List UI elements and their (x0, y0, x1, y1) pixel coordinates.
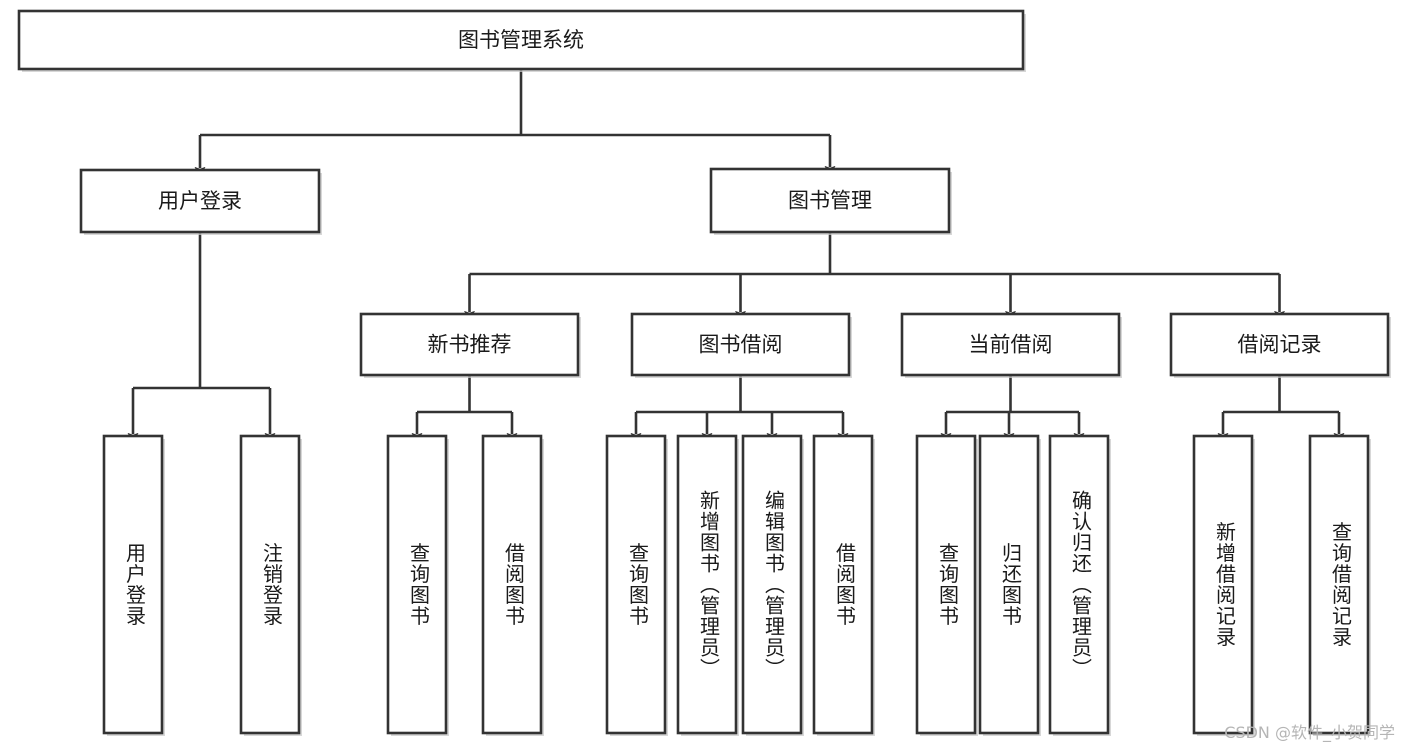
node-leaf-query-book-2[interactable]: 查询图书 (605, 434, 668, 736)
node-label: 查询图书 (936, 542, 960, 626)
node-leaf-return-book[interactable]: 归还图书 (978, 434, 1041, 736)
node-book-manage[interactable]: 图书管理 (709, 167, 952, 235)
node-book-borrow[interactable]: 图书借阅 (630, 312, 852, 378)
connector-lines (127, 69, 1345, 444)
node-label: 查询图书 (626, 542, 650, 626)
node-borrow-record[interactable]: 借阅记录 (1169, 312, 1391, 378)
node-leaf-confirm-return[interactable]: 确认归还（管理员） (1048, 434, 1111, 736)
node-label: 查询图书 (407, 542, 431, 626)
node-label: 查询借阅记录 (1329, 521, 1353, 647)
node-label: 注销登录 (260, 542, 284, 626)
node-leaf-edit-book[interactable]: 编辑图书（管理员） (741, 434, 804, 736)
node-label: 用户登录 (123, 543, 147, 627)
node-leaf-add-book[interactable]: 新增图书（管理员） (676, 434, 739, 736)
node-new-book-recommend[interactable]: 新书推荐 (359, 312, 581, 378)
node-label: 编辑图书（管理员） (762, 490, 786, 679)
node-leaf-borrow-book-2[interactable]: 借阅图书 (812, 434, 875, 736)
node-root-system[interactable]: 图书管理系统 (17, 9, 1026, 72)
node-leaf-user-login[interactable]: 用户登录 (102, 434, 165, 736)
node-leaf-borrow-book-1[interactable]: 借阅图书 (481, 434, 544, 736)
node-label: 新增图书（管理员） (697, 490, 721, 679)
node-leaf-query-book-1[interactable]: 查询图书 (386, 434, 449, 736)
node-label: 归还图书 (999, 542, 1023, 626)
node-leaf-query-record[interactable]: 查询借阅记录 (1308, 434, 1371, 736)
node-leaf-logout[interactable]: 注销登录 (239, 434, 302, 736)
node-leaf-add-record[interactable]: 新增借阅记录 (1192, 434, 1255, 736)
node-boxes: 图书管理系统用户登录图书管理新书推荐图书借阅当前借阅借阅记录用户登录注销登录查询… (17, 9, 1391, 736)
node-label: 新书推荐 (428, 333, 512, 357)
node-label: 借阅图书 (502, 542, 526, 626)
node-label: 新增借阅记录 (1213, 521, 1237, 647)
node-label: 借阅记录 (1238, 333, 1322, 357)
node-label: 确认归还（管理员） (1069, 490, 1093, 679)
node-label: 图书管理 (788, 189, 872, 213)
node-current-borrow[interactable]: 当前借阅 (900, 312, 1122, 378)
node-label: 当前借阅 (969, 333, 1053, 357)
node-label: 图书管理系统 (458, 28, 584, 52)
node-label: 用户登录 (158, 189, 242, 213)
csdn-watermark: CSDN @软件_小贺同学 (1224, 723, 1395, 742)
node-leaf-query-book-3[interactable]: 查询图书 (915, 434, 978, 736)
node-label: 借阅图书 (833, 542, 857, 626)
node-user-login[interactable]: 用户登录 (79, 168, 322, 235)
node-label: 图书借阅 (699, 333, 783, 357)
